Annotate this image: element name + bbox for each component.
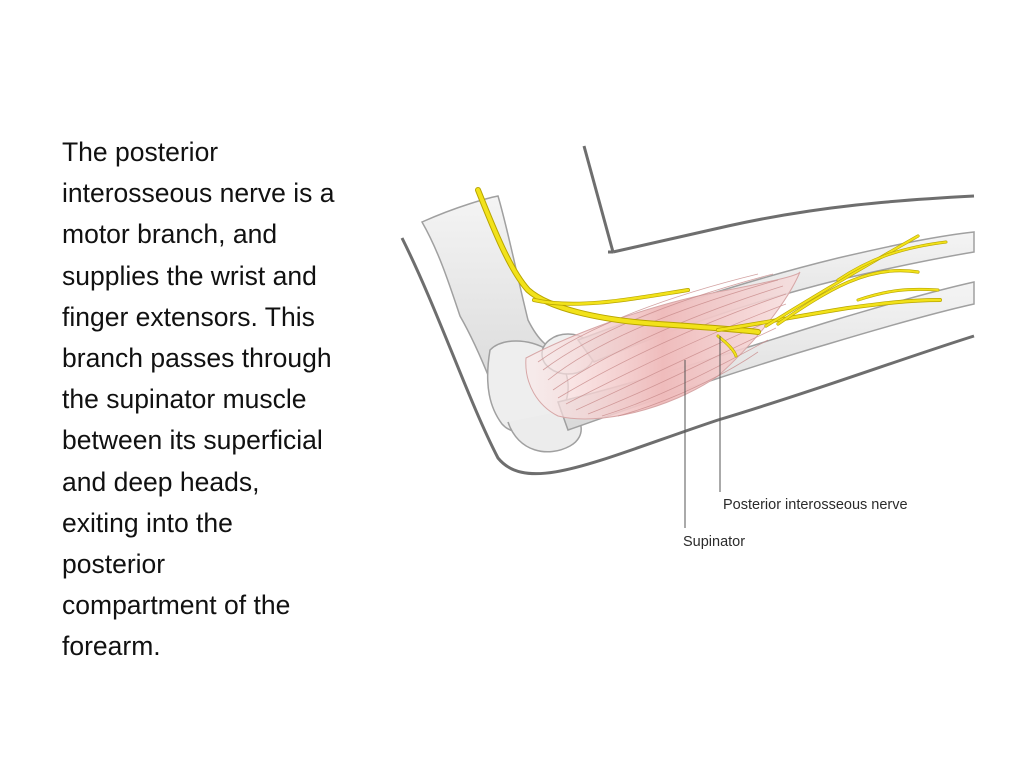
elbow-anatomy-svg <box>400 145 975 528</box>
elbow-anatomy-illustration <box>398 140 978 570</box>
label-supinator: Supinator <box>683 534 746 550</box>
nerve-bundle <box>475 187 948 358</box>
forearm-bottom-outline <box>400 237 975 476</box>
upper-arm-outline <box>582 145 615 253</box>
forearm-top-outline <box>612 194 975 254</box>
slide-body-text: The posterior interosseous nerve is a mo… <box>62 137 335 662</box>
supinator-muscle <box>525 271 801 420</box>
label-posterior-interosseous-nerve: Posterior interosseous nerve <box>723 497 908 513</box>
